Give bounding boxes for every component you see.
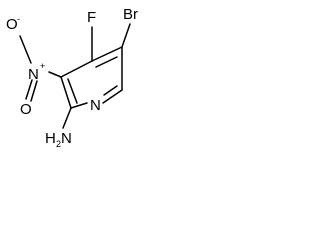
bond-c2-nh2	[62, 107, 72, 129]
bond-c5-br	[121, 23, 131, 48]
nitro-nitrogen-charge: +	[40, 61, 45, 71]
chemical-structure-diagram: F Br N + O - O N H 2 N	[6, 6, 138, 149]
substituent-bonds	[19, 23, 131, 129]
amine-n-label: N	[61, 130, 72, 147]
inner-bond-c6-n1	[103, 85, 118, 96]
ring-bonds	[60, 46, 123, 109]
bond-nitro-n-o-minus	[19, 35, 32, 64]
bond-c3-nitro-n	[48, 71, 62, 78]
bond-nitro-n-o-double-b	[30, 80, 38, 102]
bond-c2-c3	[60, 76, 72, 109]
ring-nitrogen-label: N	[90, 97, 101, 114]
inner-bond-c4-c5	[95, 56, 118, 68]
bond-c4-c5	[91, 46, 123, 62]
bond-c3-c4	[60, 60, 93, 78]
oxygen-minus-label: O	[6, 16, 18, 33]
bond-nitro-n-o-double-a	[25, 79, 33, 100]
nitro-nitrogen-label: N	[28, 66, 39, 83]
amine-h-count-label: 2	[56, 139, 61, 149]
inner-bond-c2-c3	[67, 78, 78, 104]
bond-n1-c2	[70, 102, 88, 109]
amine-h-label: H	[45, 130, 56, 147]
oxygen-minus-charge: -	[17, 14, 20, 24]
bromine-label: Br	[123, 6, 138, 23]
fluorine-label: F	[87, 9, 96, 26]
bond-c6-n1	[102, 89, 123, 104]
oxygen-double-label: O	[20, 101, 32, 118]
